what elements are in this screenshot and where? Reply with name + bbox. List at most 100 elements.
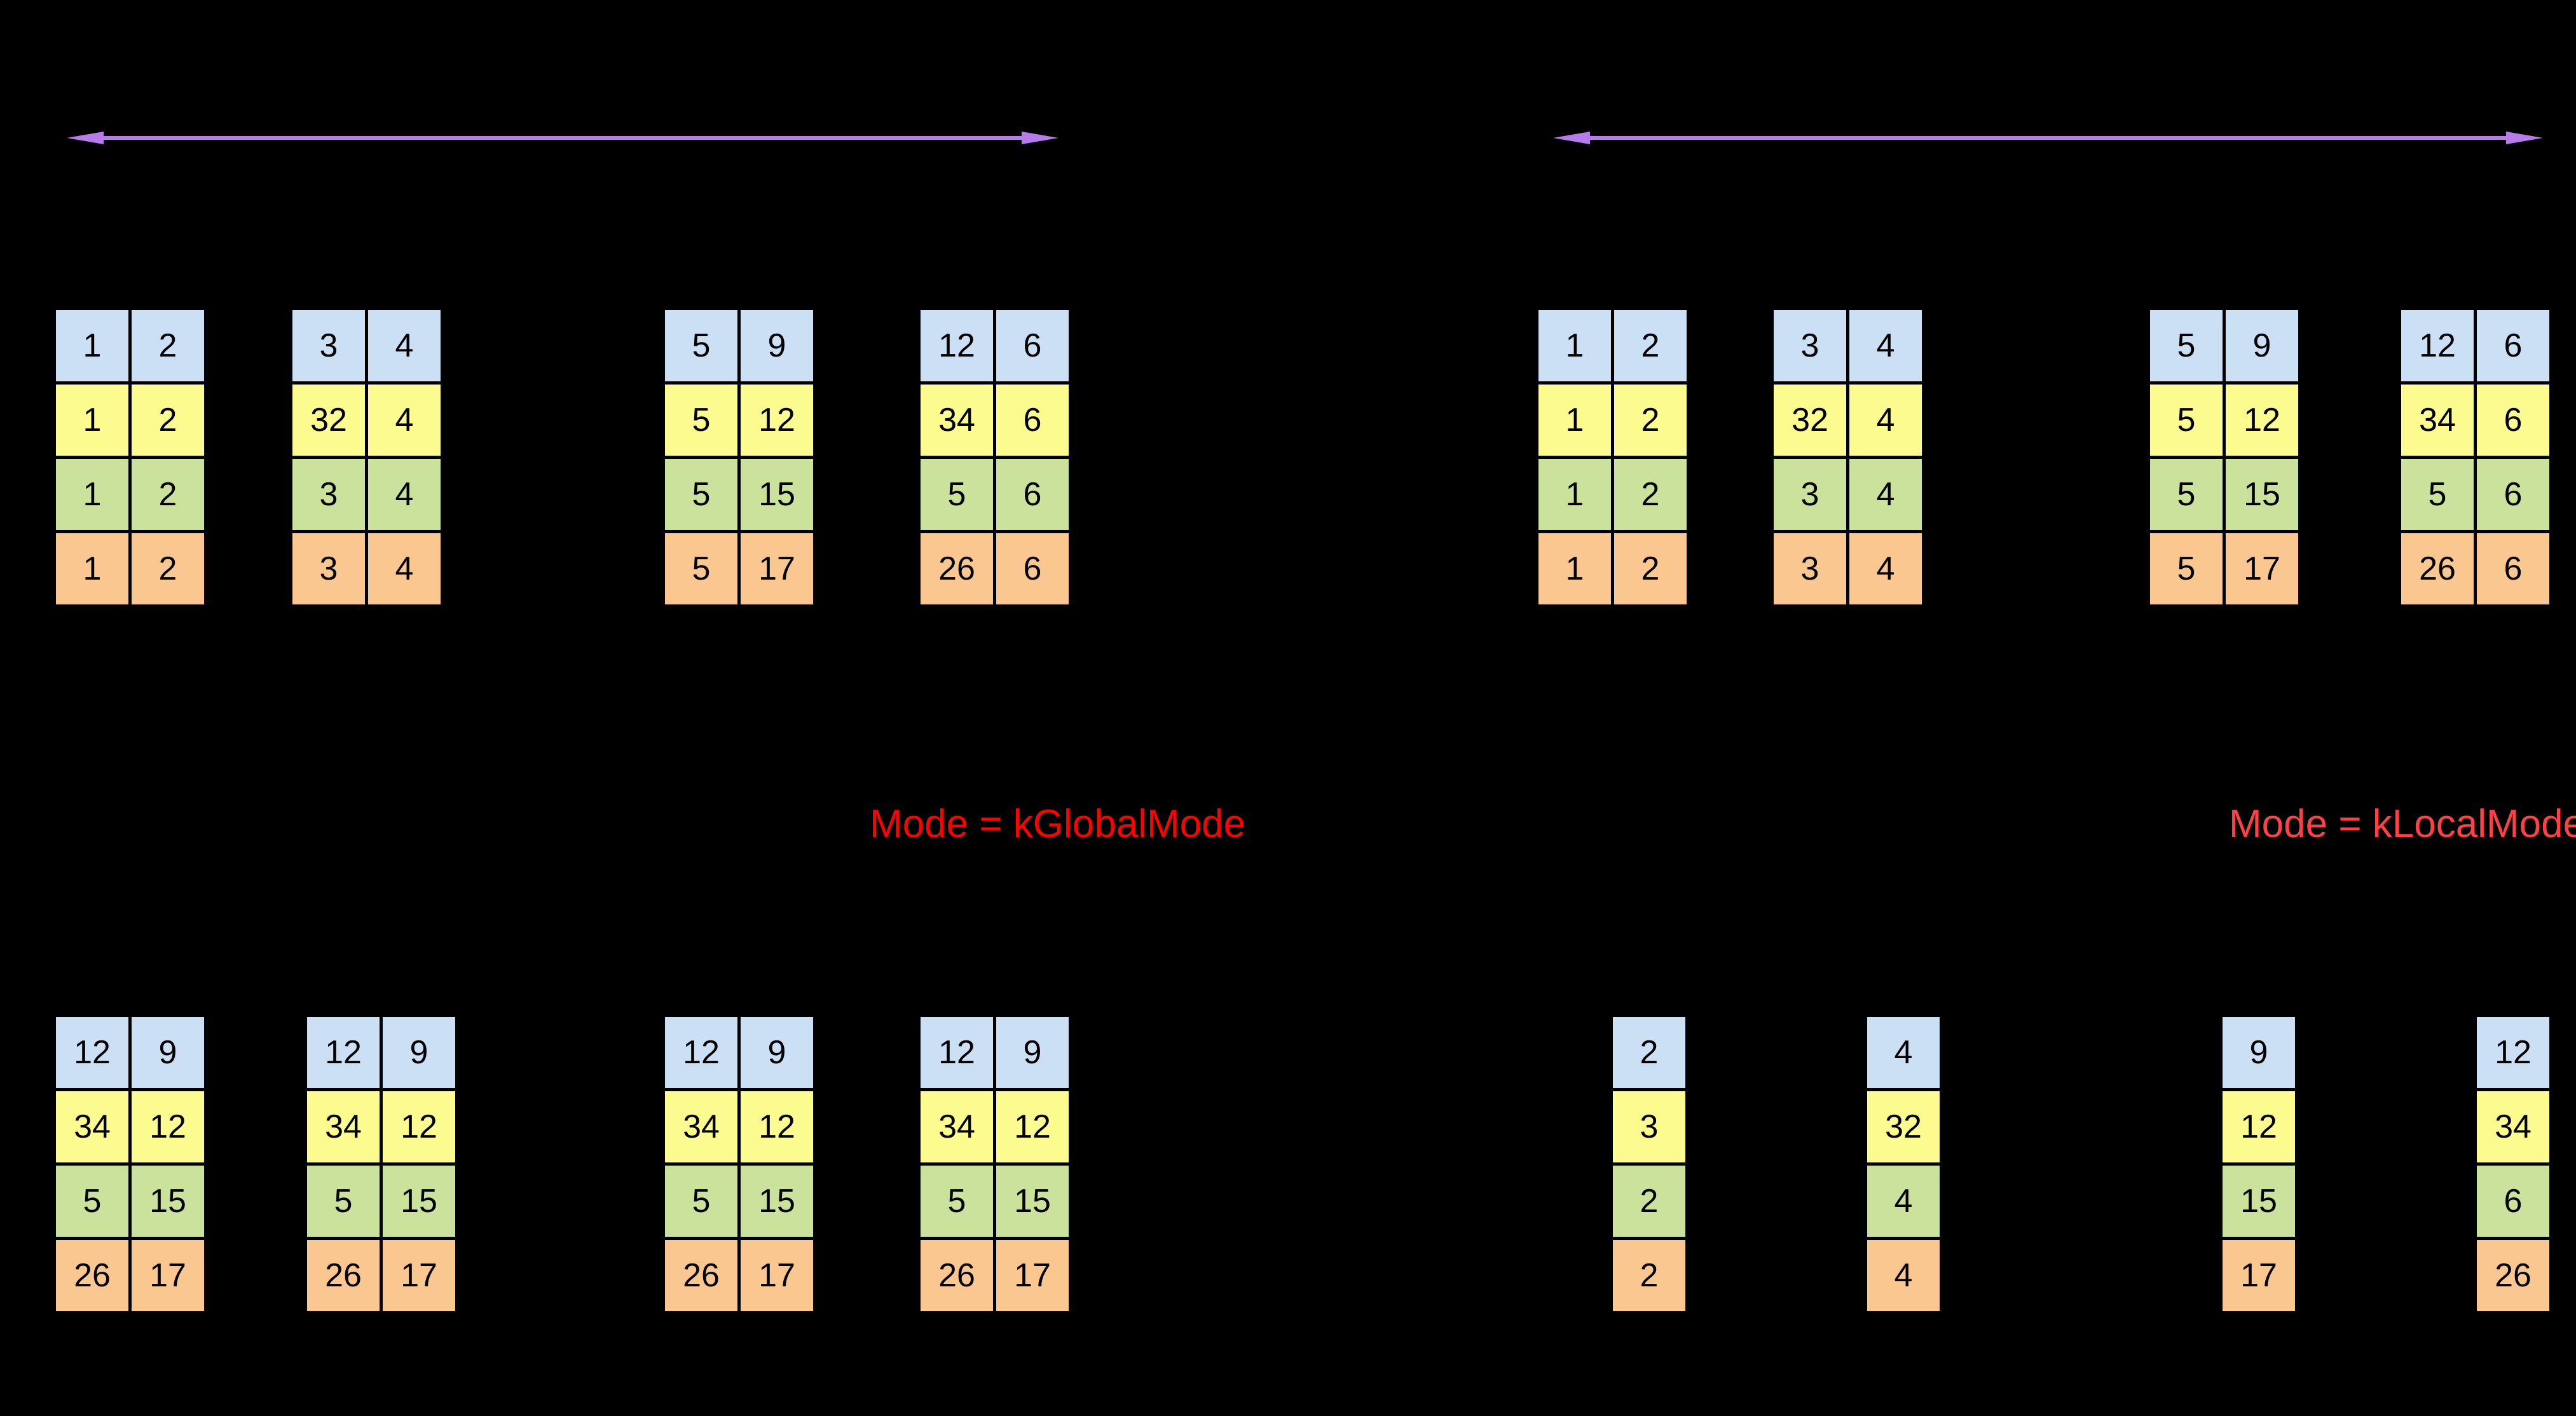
- table-cell: 2: [1613, 1017, 1685, 1088]
- table-cell: 6: [2477, 533, 2549, 604]
- table-cell: 9: [741, 1017, 813, 1088]
- table-cell: 34: [921, 1091, 993, 1162]
- table-cell: 2: [1613, 1166, 1685, 1237]
- table-cell: 12: [921, 310, 993, 381]
- table-cell: 9: [132, 1017, 204, 1088]
- table-cell: 12: [741, 1091, 813, 1162]
- table-cell: 2: [1614, 533, 1687, 604]
- table-cell: 34: [56, 1091, 128, 1162]
- table-cell: 4: [368, 385, 441, 456]
- table-cell: 34: [665, 1091, 737, 1162]
- table-cell: 17: [741, 1240, 813, 1311]
- table-cell: 26: [665, 1240, 737, 1311]
- table-cell: 12: [2401, 310, 2474, 381]
- table-cell: 2: [132, 385, 204, 456]
- left-span-arrow: [67, 132, 1058, 144]
- table-cell: 5: [56, 1166, 128, 1237]
- table-cell: 4: [1849, 385, 1922, 456]
- table-cell: 15: [2223, 1166, 2295, 1237]
- table-cell: 5: [665, 310, 737, 381]
- table-cell: 4: [368, 533, 441, 604]
- table-cell: 6: [2477, 385, 2549, 456]
- table-cell: 34: [2401, 385, 2474, 456]
- table-cell: 5: [2401, 459, 2474, 530]
- table-cell: 15: [996, 1166, 1069, 1237]
- table-cell: 15: [741, 459, 813, 530]
- table-cell: 5: [665, 533, 737, 604]
- table-cell: 26: [307, 1240, 380, 1311]
- table-cell: 15: [383, 1166, 455, 1237]
- table-cell: 4: [368, 459, 441, 530]
- table-cell: 5: [2150, 385, 2223, 456]
- table-cell: 17: [2226, 533, 2298, 604]
- table-cell: 12: [741, 385, 813, 456]
- table-cell: 15: [741, 1166, 813, 1237]
- table-cell: 12: [665, 1017, 737, 1088]
- table-cell: 9: [2226, 310, 2298, 381]
- table-cell: 17: [383, 1240, 455, 1311]
- table-cell: 17: [132, 1240, 204, 1311]
- table-cell: 12: [2477, 1017, 2549, 1088]
- table-cell: 9: [741, 310, 813, 381]
- table-cell: 5: [2150, 310, 2223, 381]
- table-cell: 26: [56, 1240, 128, 1311]
- table-cell: 6: [2477, 459, 2549, 530]
- table-cell: 4: [1867, 1017, 1940, 1088]
- table-cell: 2: [132, 459, 204, 530]
- table-cell: 2: [1614, 385, 1687, 456]
- table-cell: 4: [368, 310, 441, 381]
- table-cell: 6: [2477, 1166, 2549, 1237]
- table-cell: 15: [2226, 459, 2298, 530]
- table-cell: 12: [383, 1091, 455, 1162]
- table-cell: 1: [1538, 385, 1611, 456]
- global-mode-label: Mode = kGlobalMode: [870, 802, 1246, 846]
- table-cell: 12: [996, 1091, 1069, 1162]
- table-cell: 15: [132, 1166, 204, 1237]
- table-cell: 5: [2150, 459, 2223, 530]
- table-cell: 5: [2150, 533, 2223, 604]
- table-cell: 1: [1538, 459, 1611, 530]
- table-cell: 26: [2401, 533, 2474, 604]
- table-cell: 4: [1867, 1240, 1940, 1311]
- table-cell: 26: [921, 533, 993, 604]
- table-cell: 2: [1613, 1240, 1685, 1311]
- table-cell: 3: [1774, 459, 1846, 530]
- table-cell: 6: [996, 385, 1069, 456]
- table-cell: 26: [921, 1240, 993, 1311]
- table-cell: 17: [741, 533, 813, 604]
- table-cell: 5: [921, 1166, 993, 1237]
- table-cell: 6: [996, 310, 1069, 381]
- table-cell: 6: [996, 459, 1069, 530]
- table-cell: 2: [1614, 459, 1687, 530]
- table-cell: 1: [56, 533, 128, 604]
- table-cell: 12: [132, 1091, 204, 1162]
- table-cell: 26: [2477, 1240, 2549, 1311]
- table-cell: 1: [56, 385, 128, 456]
- table-cell: 1: [1538, 310, 1611, 381]
- table-cell: 3: [292, 533, 365, 604]
- table-cell: 3: [1613, 1091, 1685, 1162]
- table-cell: 12: [921, 1017, 993, 1088]
- local-mode-label: Mode = kLocalMode: [2229, 802, 2576, 846]
- table-cell: 2: [132, 533, 204, 604]
- table-cell: 17: [996, 1240, 1069, 1311]
- table-cell: 5: [921, 459, 993, 530]
- table-cell: 34: [921, 385, 993, 456]
- table-cell: 32: [1774, 385, 1846, 456]
- table-cell: 17: [2223, 1240, 2295, 1311]
- table-cell: 6: [2477, 310, 2549, 381]
- table-cell: 5: [665, 385, 737, 456]
- table-cell: 3: [292, 310, 365, 381]
- table-cell: 4: [1849, 310, 1922, 381]
- table-cell: 1: [56, 310, 128, 381]
- table-cell: 5: [665, 459, 737, 530]
- table-cell: 3: [1774, 533, 1846, 604]
- table-cell: 32: [1867, 1091, 1940, 1162]
- table-cell: 9: [383, 1017, 455, 1088]
- table-cell: 3: [292, 459, 365, 530]
- table-cell: 12: [2223, 1091, 2295, 1162]
- table-cell: 34: [2477, 1091, 2549, 1162]
- table-cell: 4: [1867, 1166, 1940, 1237]
- table-cell: 32: [292, 385, 365, 456]
